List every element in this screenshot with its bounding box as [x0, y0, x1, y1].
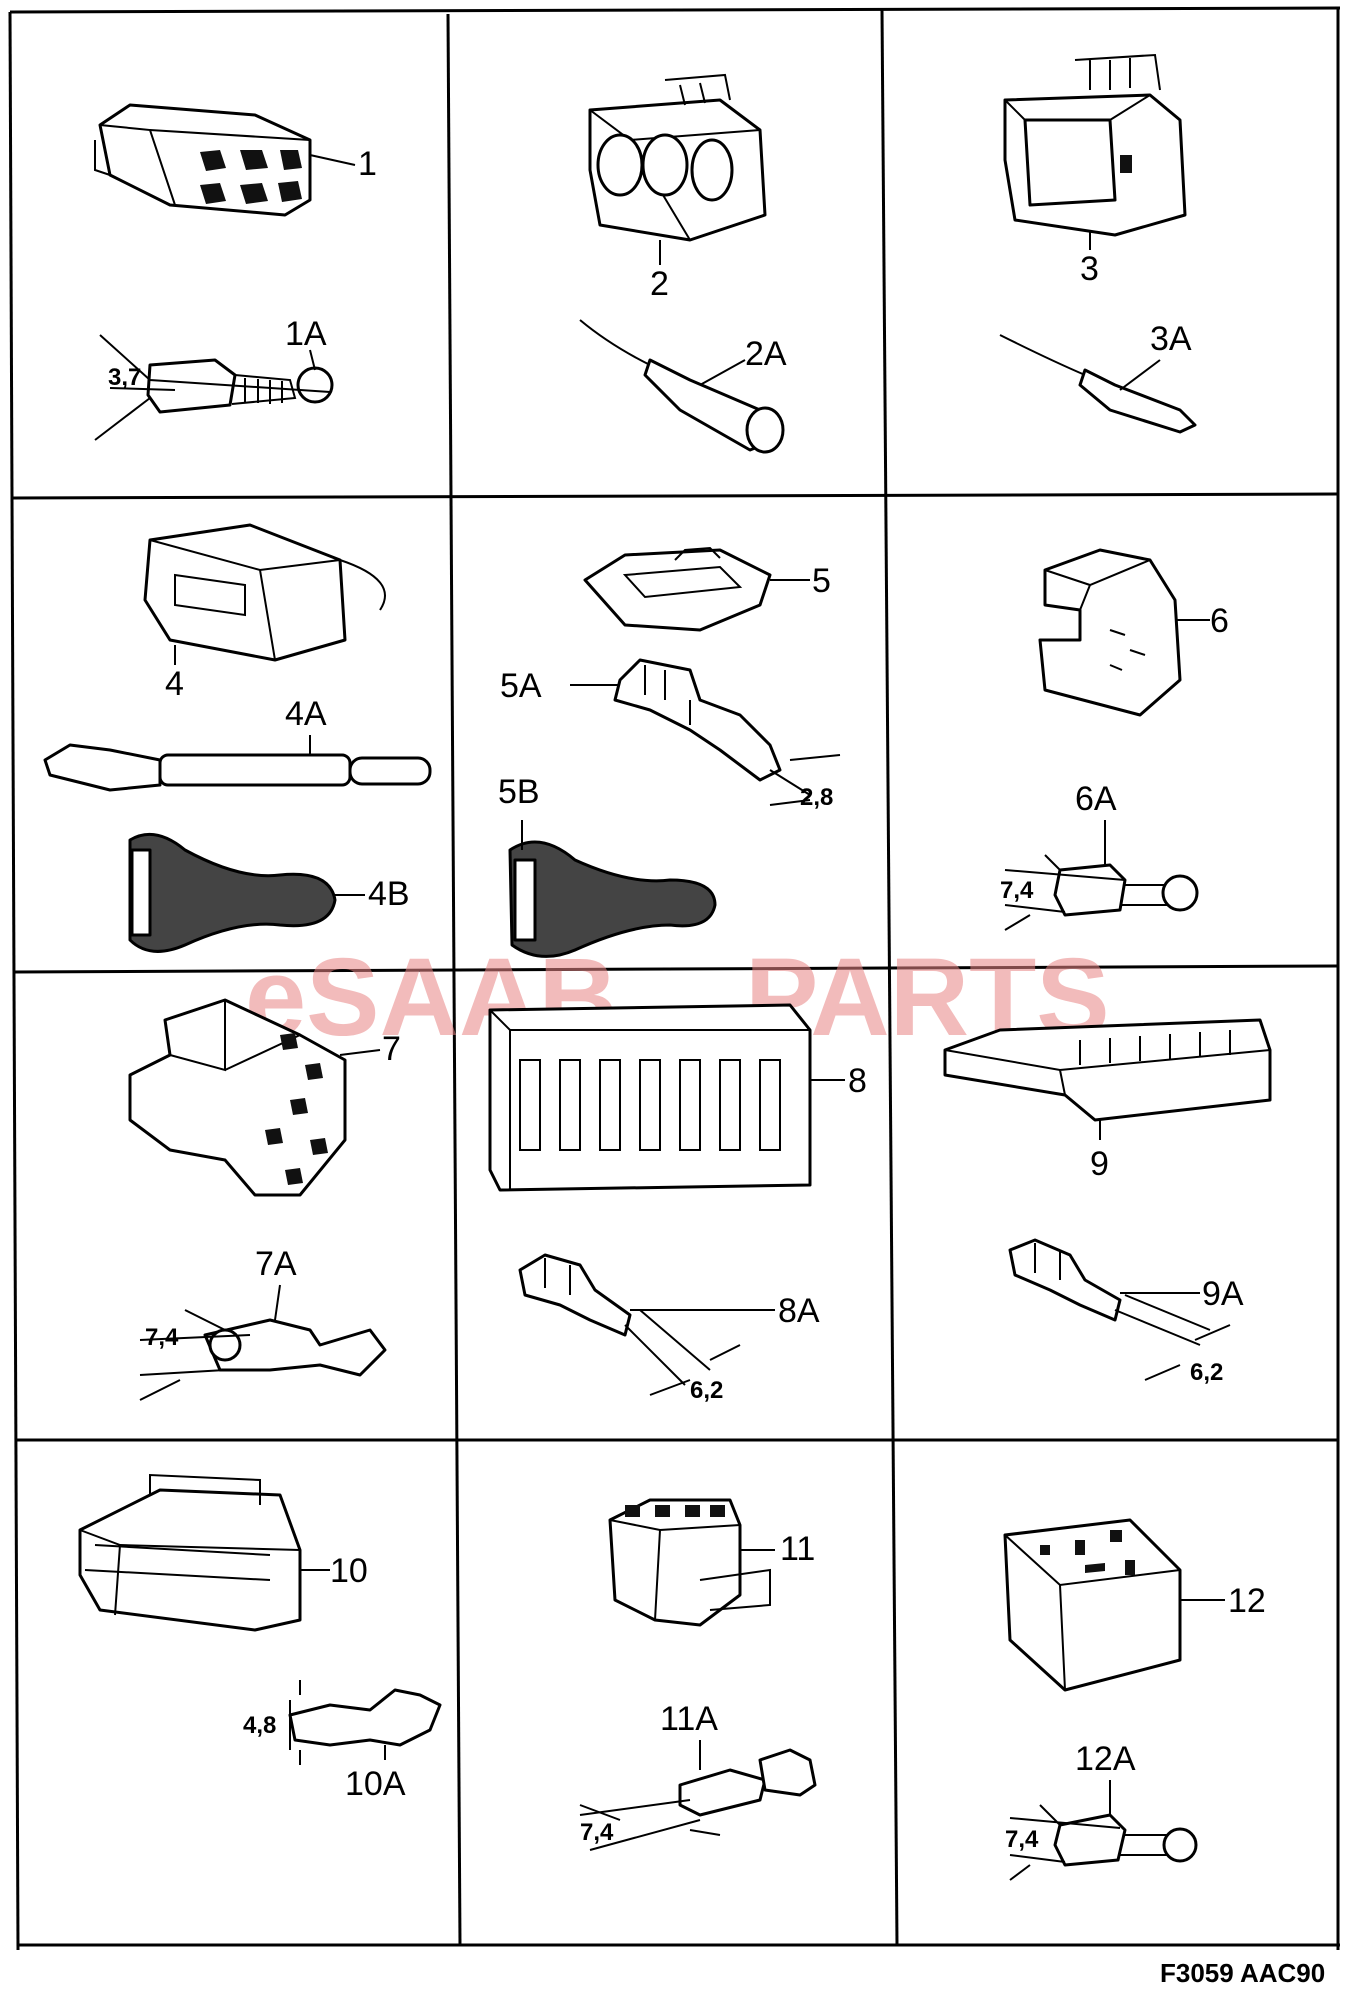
label-8a: 8A	[778, 1292, 820, 1330]
label-10: 10	[330, 1552, 368, 1590]
part-8-connector	[488, 1003, 845, 1192]
label-2a: 2A	[745, 335, 787, 373]
dim-11a: 7,4	[580, 1819, 614, 1846]
part-1a-terminal	[94, 334, 334, 441]
label-8: 8	[848, 1062, 867, 1100]
label-3a: 3A	[1150, 320, 1192, 358]
part-7-connector	[128, 998, 381, 1197]
label-4: 4	[165, 665, 184, 703]
label-6a: 6A	[1075, 780, 1117, 818]
part-12-connector	[1003, 1518, 1225, 1692]
label-11a: 11A	[660, 1700, 718, 1738]
label-10a: 10A	[345, 1765, 406, 1803]
label-4b: 4B	[368, 875, 410, 913]
part-5a-terminal	[570, 658, 841, 806]
part-7a-terminal	[139, 1284, 387, 1401]
label-2: 2	[650, 265, 669, 303]
label-6: 6	[1210, 602, 1229, 640]
part-11a-terminal	[579, 1740, 817, 1851]
part-9a-terminal	[1008, 1238, 1231, 1381]
dim-8a: 6,2	[690, 1377, 723, 1404]
label-5b: 5B	[498, 773, 540, 811]
part-3-connector	[1003, 53, 1187, 250]
part-4b-boot	[128, 832, 365, 953]
part-2-connector	[588, 73, 767, 265]
part-5-connector	[583, 546, 810, 632]
label-12a: 12A	[1075, 1740, 1136, 1778]
label-1a: 1A	[285, 315, 327, 353]
part-12a-terminal	[1009, 1780, 1198, 1881]
label-3: 3	[1080, 250, 1099, 288]
part-5b-boot	[508, 820, 717, 958]
part-10a-terminal	[288, 1680, 442, 1765]
label-11: 11	[780, 1530, 815, 1568]
part-4-connector	[143, 523, 386, 665]
part-10-connector	[78, 1473, 330, 1632]
label-9: 9	[1090, 1145, 1109, 1183]
dim-6a: 7,4	[1000, 877, 1034, 904]
label-7: 7	[382, 1030, 401, 1068]
part-11-connector	[608, 1498, 775, 1627]
part-8a-terminal	[518, 1253, 775, 1396]
dim-7a: 7,4	[145, 1324, 179, 1351]
drawing-code: F3059 AAC90	[1160, 1958, 1325, 1988]
dim-10a: 4,8	[243, 1712, 276, 1739]
part-2a-terminal	[579, 319, 785, 454]
part-3a-terminal	[999, 334, 1197, 434]
grid-frame	[8, 6, 1341, 1951]
dim-12a: 7,4	[1005, 1826, 1039, 1853]
label-12: 12	[1228, 1582, 1266, 1620]
dim-1a: 3,7	[108, 364, 141, 391]
label-5: 5	[812, 562, 831, 600]
part-6a-terminal	[1004, 820, 1199, 931]
part-9-connector	[943, 1018, 1272, 1140]
label-1: 1	[358, 145, 377, 183]
label-9a: 9A	[1202, 1275, 1244, 1313]
part-4a-terminal	[43, 735, 432, 792]
label-4a: 4A	[285, 695, 327, 733]
dim-5a: 2,8	[800, 784, 833, 811]
label-7a: 7A	[255, 1245, 297, 1283]
label-5a: 5A	[500, 667, 542, 705]
part-1-connector	[94, 103, 356, 217]
part-6-connector	[1038, 548, 1210, 717]
dim-9a: 6,2	[1190, 1359, 1223, 1386]
